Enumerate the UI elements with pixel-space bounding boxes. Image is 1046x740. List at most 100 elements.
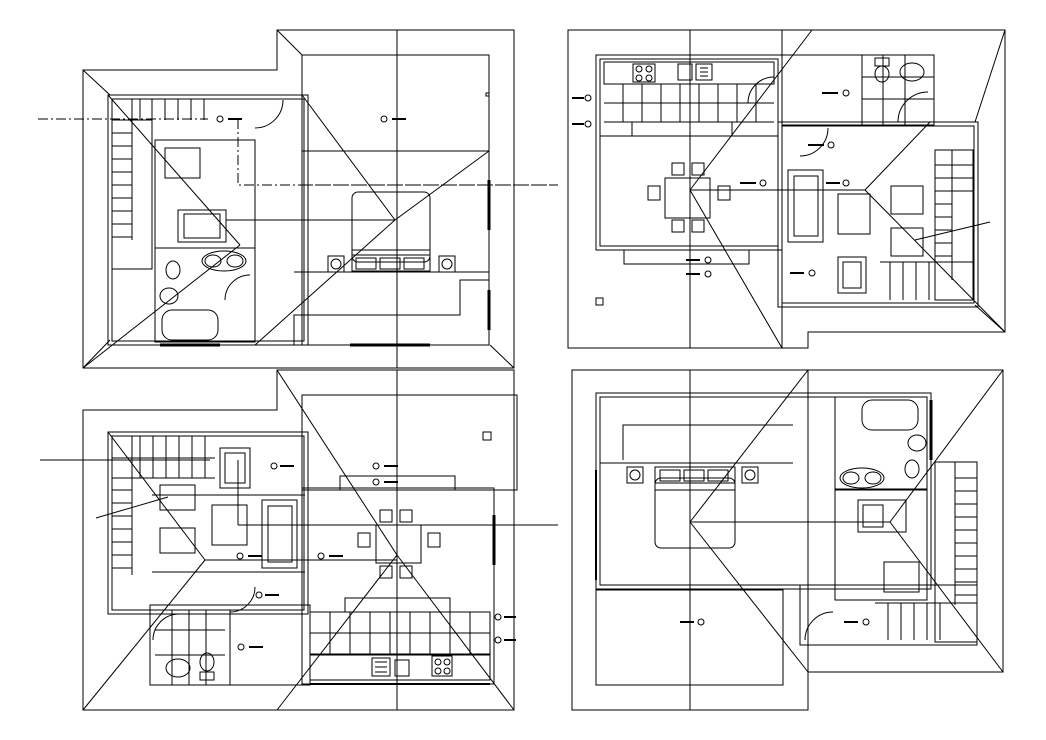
wardrobe (883, 561, 920, 593)
exterior-wall (781, 125, 975, 304)
armchair (159, 484, 196, 511)
bedroom (293, 191, 489, 345)
roof-hip-line (276, 369, 398, 556)
roof-hip-line (689, 189, 783, 349)
roof-hip-line (889, 521, 1004, 673)
exterior-wall (781, 54, 935, 126)
roof-hip-line (276, 554, 398, 711)
exterior-wall (934, 461, 978, 643)
exterior-wall (799, 584, 978, 646)
dining-table (647, 162, 731, 233)
light-fixture-symbol (216, 115, 242, 123)
light-fixture-symbol (790, 269, 816, 277)
armchair (857, 499, 907, 533)
bathroom (861, 54, 935, 126)
armchair-seat (842, 261, 862, 289)
door-swing (254, 99, 284, 129)
stairs (875, 462, 977, 640)
door-swing (229, 586, 256, 613)
armchair (890, 227, 924, 257)
door-swing (804, 611, 834, 641)
light-fixture-symbol (686, 270, 712, 278)
stairs (880, 149, 974, 301)
roof-outline (82, 369, 515, 711)
roof-hip-line (396, 554, 515, 711)
door-swing (799, 127, 829, 157)
light-fixture-symbol (270, 462, 294, 470)
light-fixture-symbol (686, 256, 712, 264)
bathroom (834, 396, 928, 490)
bedroom (600, 424, 793, 549)
roof-hip-line (689, 29, 813, 191)
roof-hip-line (82, 339, 111, 369)
roof-hip-line (107, 94, 241, 246)
roof-hip-line (301, 94, 396, 221)
coffee-table (837, 193, 871, 235)
stair-arrow (95, 496, 169, 519)
roof-hip-line (82, 244, 241, 369)
exterior-wall (595, 392, 932, 590)
upper-floor-plan-left (38, 29, 558, 369)
stair-arrow (914, 221, 991, 241)
roof-hip-line (689, 521, 809, 673)
vent-mark (482, 431, 492, 441)
armchair (890, 185, 924, 215)
bathroom (154, 247, 256, 343)
sofa (261, 499, 298, 569)
armchair-seat (224, 452, 246, 484)
section-cut-line (237, 119, 558, 186)
landing-room (834, 489, 928, 601)
roof-hip-line (489, 344, 515, 369)
living-room (599, 135, 779, 247)
light-fixture-symbol (808, 141, 835, 149)
door-swing (152, 613, 180, 641)
roof-hip-line (889, 369, 1004, 523)
roof-hip-line (254, 219, 396, 346)
armchair-seat (862, 504, 884, 528)
exterior-wall (301, 150, 490, 346)
upper-floor-plan-right (567, 29, 1006, 349)
kitchen (603, 61, 775, 137)
landing-room (154, 139, 256, 249)
light-fixture-symbol (255, 591, 279, 599)
light-fixture-symbol (844, 618, 870, 626)
roof-hip-line (107, 431, 206, 561)
vent-mark (485, 92, 490, 97)
vent-mark (595, 297, 604, 306)
roof-hip-line (864, 121, 931, 191)
light-fixture-symbol (740, 179, 767, 187)
light-fixture-symbol (822, 89, 850, 97)
roof-hip-line (82, 69, 111, 96)
armchair (177, 209, 227, 243)
roof-hip-line (864, 189, 1006, 333)
light-fixture-symbol (380, 115, 406, 123)
armchair-seat (183, 213, 221, 239)
counter (623, 249, 750, 265)
stairs (111, 98, 205, 270)
light-fixture-symbol (680, 618, 705, 626)
armchair (837, 256, 867, 294)
ground-floor-plan-left (40, 369, 558, 711)
roof-hip-line (82, 559, 206, 711)
armchair (219, 447, 251, 489)
light-fixture-symbol (317, 552, 343, 560)
dining-table (357, 509, 441, 579)
bathroom (155, 610, 231, 685)
wardrobe (164, 147, 201, 179)
light-fixture-symbol (826, 179, 850, 187)
ground-floor-plan-right (571, 369, 1004, 711)
roof-hip-line (689, 369, 809, 523)
exterior-wall (107, 431, 309, 615)
door-swing (747, 76, 775, 104)
sofa (787, 169, 824, 243)
light-fixture-symbol (372, 478, 398, 486)
sofa-seat (267, 505, 293, 563)
exterior-wall (111, 435, 305, 611)
light-fixture-symbol (572, 120, 592, 128)
stairs (112, 436, 215, 575)
light-fixture-symbol (237, 643, 263, 651)
light-fixture-symbol (494, 636, 516, 644)
roof-hip-line (276, 29, 303, 56)
light-fixture-symbol (572, 94, 592, 102)
